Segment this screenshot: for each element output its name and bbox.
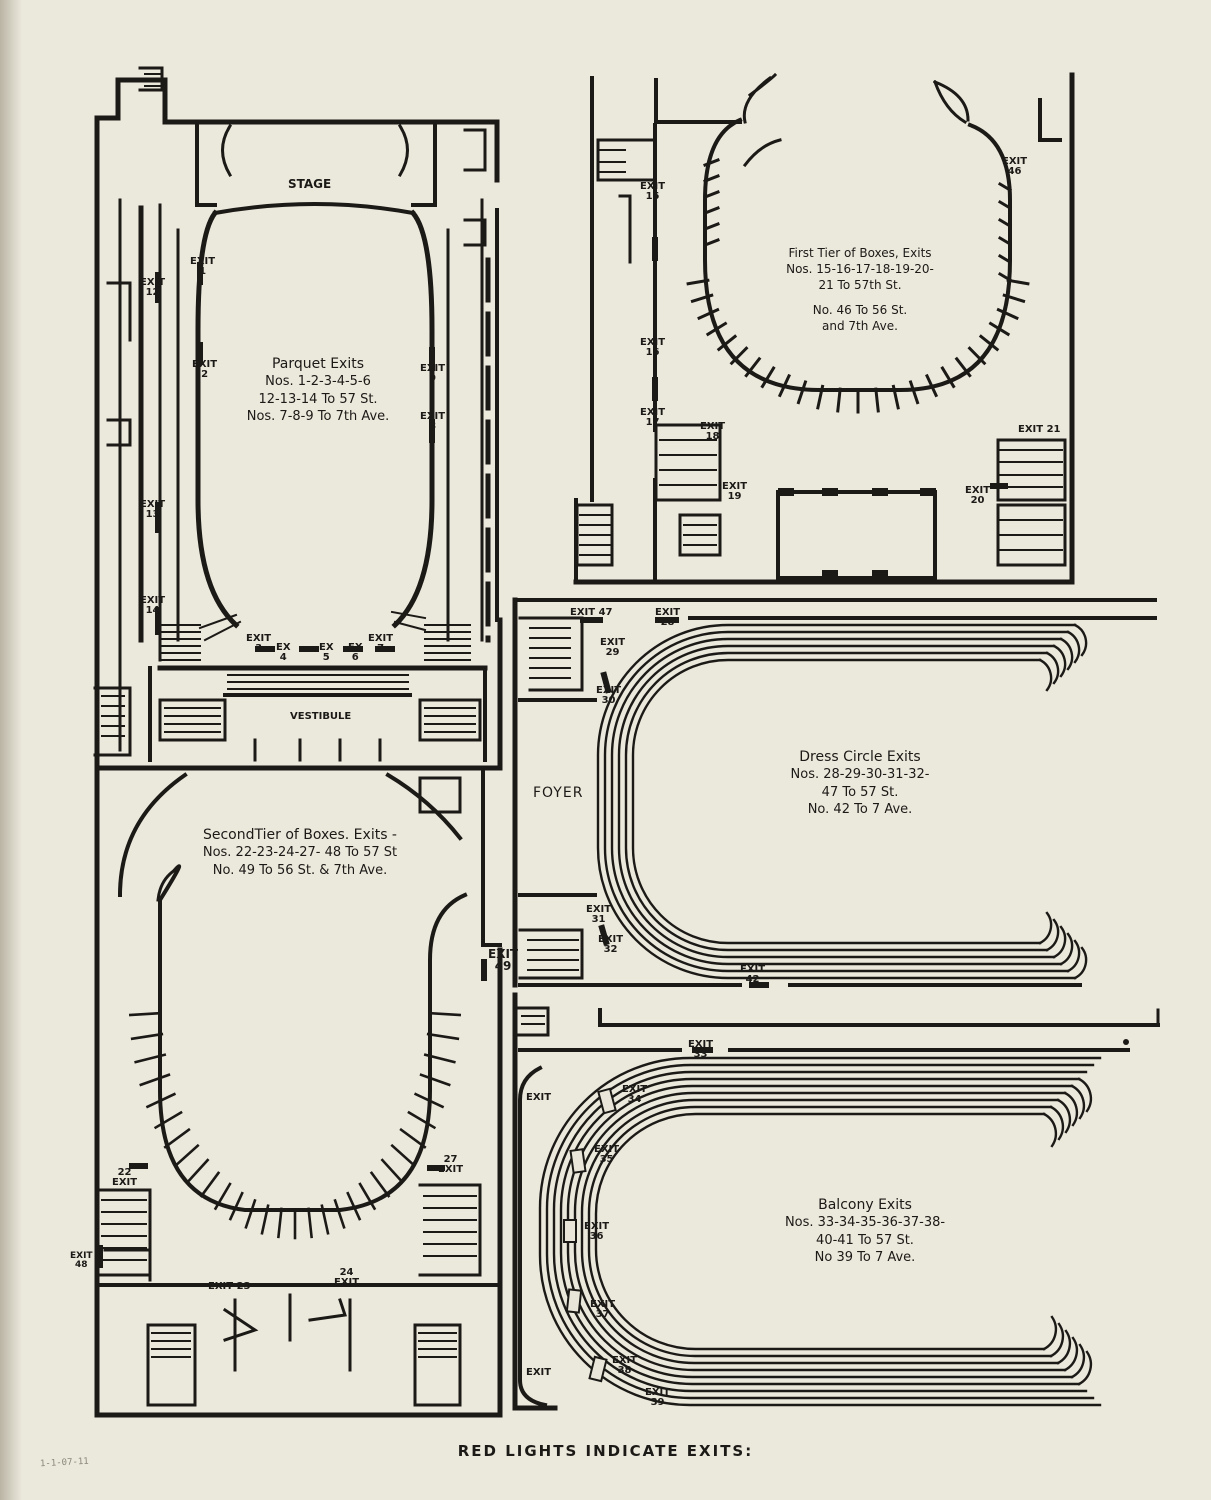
dress-circle-exits-line: Nos. 28-29-30-31-32- [790,767,930,783]
parquet-exits-line: Nos. 7-8-9 To 7th Ave. [246,408,390,424]
foyer-label: FOYER [533,785,584,801]
balcony-exits-legend: Balcony Exits Nos. 33-34-35-36-37-38- 40… [740,1196,990,1266]
page-binding-edge [0,0,22,1500]
first-tier-exits-line: No. 46 To 56 St. [812,303,908,318]
exit-left-top-label: EXIT [526,1092,552,1103]
first-tier-exits-line: 21 To 57th St. [818,277,902,292]
parquet-plan [93,66,503,771]
second-tier-plan [94,768,503,1418]
dress-circle-exits-title: Dress Circle Exits [799,749,921,765]
balcony-exits-line: No 39 To 7 Ave. [814,1249,916,1265]
exit-21-label: EXIT 21 [1018,424,1061,435]
stage-label: STAGE [288,177,332,191]
second-tier-exits-line: Nos. 22-23-24-27- 48 To 57 St [202,845,398,861]
first-tier-exits-title: First Tier of Boxes, Exits [788,246,932,260]
parquet-exits-legend: Parquet Exits Nos. 1-2-3-4-5-6 12-13-14 … [198,355,438,425]
parquet-exits-line: Nos. 1-2-3-4-5-6 [265,374,371,390]
balcony-exits-title: Balcony Exits [818,1197,912,1213]
second-tier-exits-line: No. 49 To 56 St. & 7th Ave. [212,862,388,878]
first-tier-exits-line: Nos. 15-16-17-18-19-20- [786,261,934,276]
second-tier-exits-title: SecondTier of Boxes. Exits - [202,827,397,843]
first-tier-exits-legend: First Tier of Boxes, Exits Nos. 15-16-17… [745,246,975,335]
first-tier-exits-line: and 7th Ave. [822,319,898,334]
balcony-exits-line: Nos. 33-34-35-36-37-38- [784,1215,946,1231]
dress-circle-exits-legend: Dress Circle Exits Nos. 28-29-30-31-32- … [735,748,985,818]
dress-circle-exits-line: 47 To 57 St. [821,784,899,800]
balcony-exits-line: 40-41 To 57 St. [816,1232,914,1248]
dress-circle-exits-line: No. 42 To 7 Ave. [807,801,913,817]
second-tier-exits-legend: SecondTier of Boxes. Exits - Nos. 22-23-… [165,826,435,879]
first-tier-plan [573,72,1075,585]
exit-47-label: EXIT 47 [570,607,613,618]
exit-23-label: EXIT 23 [208,1281,251,1292]
vestibule-label: VESTIBULE [290,711,352,722]
parquet-exits-title: Parquet Exits [271,356,365,372]
parquet-exits-line: 12-13-14 To 57 St. [258,391,378,407]
exit-left-bottom-label: EXIT [526,1367,552,1378]
dress-circle-plan [512,597,1157,988]
balcony-plan [512,992,1160,1411]
exits-footer-note: RED LIGHTS INDICATE EXITS: [457,1442,754,1460]
